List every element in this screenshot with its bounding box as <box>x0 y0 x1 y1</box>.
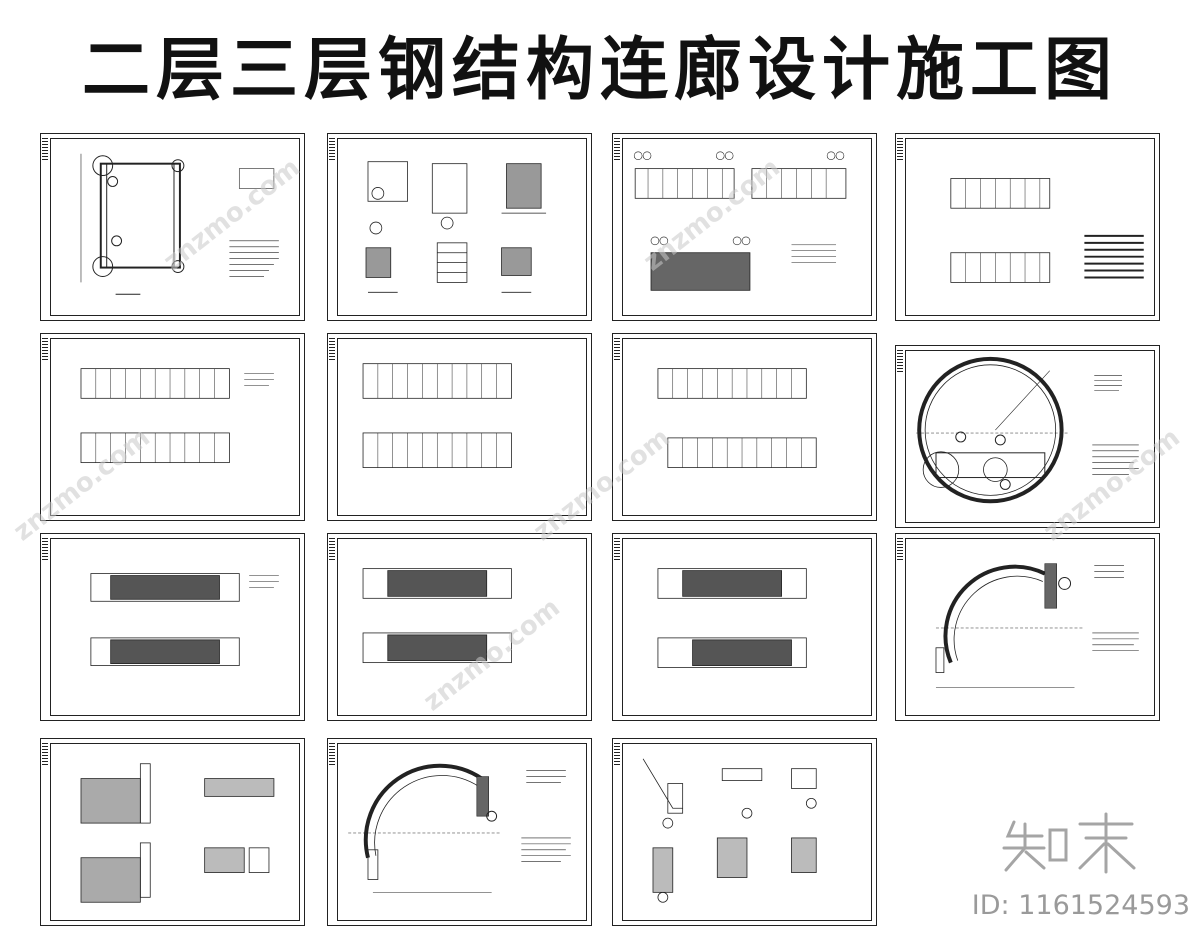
sheet-connection-detail[interactable] <box>612 738 877 926</box>
sheet-arc-section-1[interactable] <box>895 533 1160 721</box>
sheet-plan[interactable] <box>40 133 305 321</box>
sheet-structure-2[interactable] <box>327 333 592 521</box>
sheet-node-detail[interactable] <box>327 133 592 321</box>
brand-logo <box>1002 812 1136 874</box>
id-text: ID: 1161524593 <box>971 890 1190 921</box>
sheet-structure-1[interactable] <box>40 333 305 521</box>
title-block <box>42 743 48 767</box>
drawing-elevation-1 <box>633 151 847 291</box>
title-block <box>614 338 620 362</box>
drawing-circle-section-1 <box>916 356 1139 504</box>
sheet-structure-3[interactable] <box>612 333 877 521</box>
drawing-floor-plate-1 <box>90 573 279 666</box>
page-title: 二层三层钢结构连廊设计施工图 <box>81 30 1118 110</box>
title-block <box>42 138 48 162</box>
sheet-support-detail[interactable] <box>40 738 305 926</box>
title-block <box>329 743 335 767</box>
drawing-node-detail <box>365 161 547 293</box>
title-block <box>897 350 903 374</box>
sheet-arc-section-2[interactable] <box>327 738 592 926</box>
drawing-elevation-2 <box>950 178 1144 283</box>
title-block <box>42 538 48 562</box>
drawing-structure-2 <box>362 363 512 468</box>
drawing-structure-1 <box>80 368 274 464</box>
sheet-elevation-1[interactable] <box>612 133 877 321</box>
title-block <box>329 138 335 162</box>
sheet-floor-plate-3[interactable] <box>612 533 877 721</box>
drawing-structure-3 <box>657 368 817 468</box>
drawing-plan <box>80 153 279 295</box>
title-block <box>329 338 335 362</box>
drawing-support-detail <box>80 763 275 903</box>
title-block <box>329 538 335 562</box>
title-block <box>897 538 903 562</box>
title-block <box>614 138 620 162</box>
title-block <box>614 538 620 562</box>
title-block <box>42 338 48 362</box>
drawing-floor-plate-2 <box>362 568 512 664</box>
sheet-circle-section-1[interactable] <box>895 345 1160 528</box>
sheet-floor-plate-1[interactable] <box>40 533 305 721</box>
sheet-floor-plate-2[interactable] <box>327 533 592 721</box>
drawing-arc-section-2 <box>348 763 571 893</box>
drawing-floor-plate-3 <box>657 568 807 668</box>
title-block <box>614 743 620 767</box>
title-block <box>897 138 903 162</box>
drawing-arc-section-1 <box>935 563 1139 688</box>
sheet-elevation-2[interactable] <box>895 133 1160 321</box>
drawing-connection-detail <box>642 758 817 903</box>
